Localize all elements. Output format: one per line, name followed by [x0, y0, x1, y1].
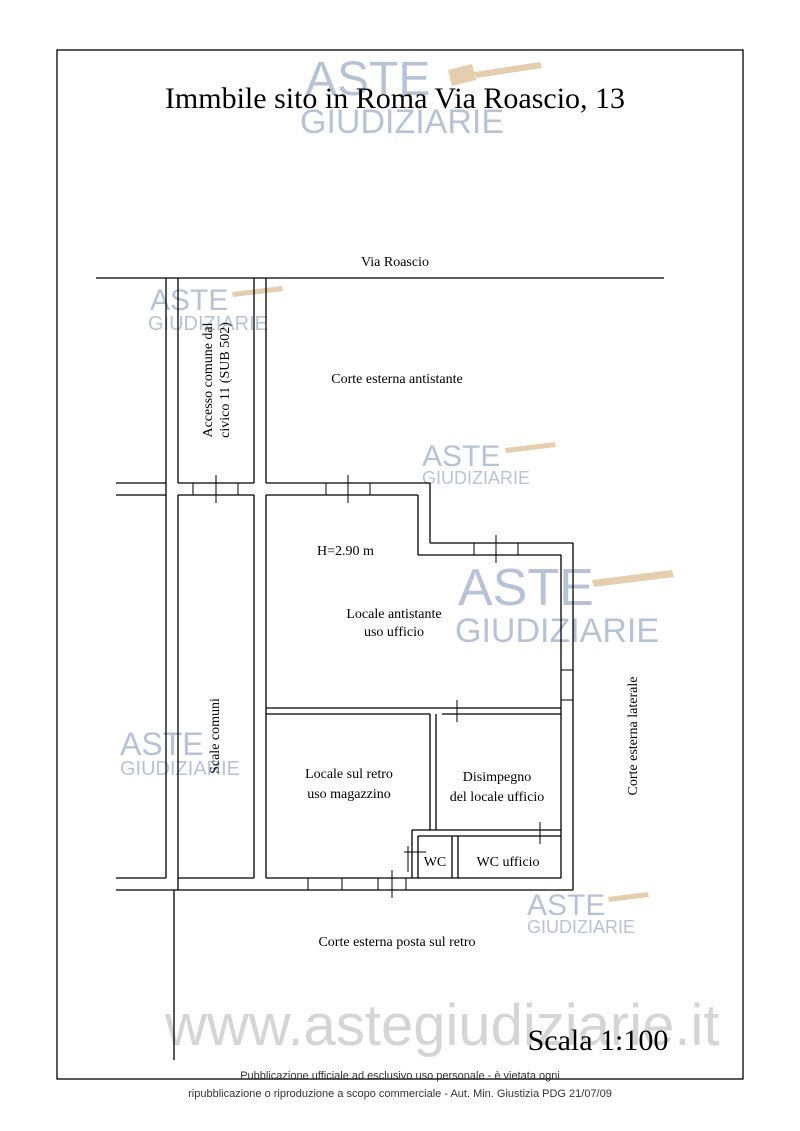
svg-text:Accesso comune dal: Accesso comune dal [201, 322, 216, 437]
gavel-icon [505, 442, 556, 453]
watermark-logo-bottom: ASTE GIUDIZIARIE [527, 889, 649, 937]
footer-line-1: Pubblicazione ufficiale ad esclusivo uso… [240, 1070, 560, 1082]
watermark-giudiziarie-text: GIUDIZIARIE [455, 612, 659, 650]
gavel-icon [448, 62, 542, 86]
watermark-aste-text: ASTE [458, 559, 594, 617]
page-frame [56, 49, 744, 1080]
watermark-site-text: www.astegiudiziarie.it [164, 993, 719, 1058]
scale-label: Scala 1:100 [528, 1024, 669, 1057]
corte-antistante-label: Corte esterna antistante [331, 372, 462, 387]
gavel-icon [232, 286, 283, 297]
height-label: H=2.90 m [317, 544, 374, 559]
locale-retro-label-1: Locale sul retro [305, 767, 393, 782]
plan-title: Immbile sito in Roma Via Roascio, 13 [165, 82, 625, 115]
svg-text:civico 11 (SUB 502): civico 11 (SUB 502) [218, 322, 233, 438]
watermark-aste-text: ASTE [150, 284, 228, 317]
scale-comuni-label: Scale comuni [208, 698, 223, 774]
interior-walls [266, 707, 561, 878]
access-corridor-walls [165, 278, 267, 483]
watermark-giudiziarie-text: GIUDIZIARIE [527, 917, 635, 937]
stair-walls [165, 495, 267, 890]
watermark-aste-text: ASTE [120, 726, 204, 762]
watermark-giudiziarie-text: GIUDIZIARIE [120, 758, 240, 780]
watermark-aste-text: ASTE [527, 889, 605, 922]
disimpegno-label-2: del locale ufficio [450, 790, 545, 805]
corte-retro-label: Corte esterna posta sul retro [318, 935, 475, 950]
gavel-icon [592, 570, 674, 587]
back-wall [116, 877, 573, 1060]
watermark-logo-center: ASTE GIUDIZIARIE [455, 559, 674, 650]
footer-line-2: ripubblicazione o riproduzione a scopo c… [188, 1088, 612, 1100]
watermark-aste-text: ASTE [422, 440, 500, 473]
watermark-giudiziarie-text: GIUDIZIARIE [422, 468, 530, 488]
wc-label: WC [424, 855, 447, 870]
watermark-logo-corte: ASTE GIUDIZIARIE [422, 440, 556, 488]
locale-antistante-label-1: Locale antistante [346, 607, 441, 622]
watermark-logo-scale: ASTE GIUDIZIARIE [120, 726, 240, 780]
watermark-aste-text: ASTE [305, 53, 430, 106]
watermark-logo-top: ASTE GIUDIZIARIE [300, 53, 542, 141]
disimpegno-label-1: Disimpegno [463, 770, 531, 785]
wc-ufficio-label: WC ufficio [476, 855, 539, 870]
accesso-label: Accesso comune dal civico 11 (SUB 502) [201, 322, 233, 438]
watermark-giudiziarie-text: GIUDIZIARIE [300, 103, 504, 141]
openings [192, 475, 541, 898]
street-label: Via Roascio [361, 255, 429, 270]
right-wall [560, 543, 574, 890]
locale-retro-label-2: uso magazzino [307, 787, 391, 802]
gavel-icon [608, 892, 649, 902]
corte-laterale-label: Corte esterna laterale [626, 677, 641, 796]
locale-antistante-label-2: uso ufficio [364, 625, 424, 640]
